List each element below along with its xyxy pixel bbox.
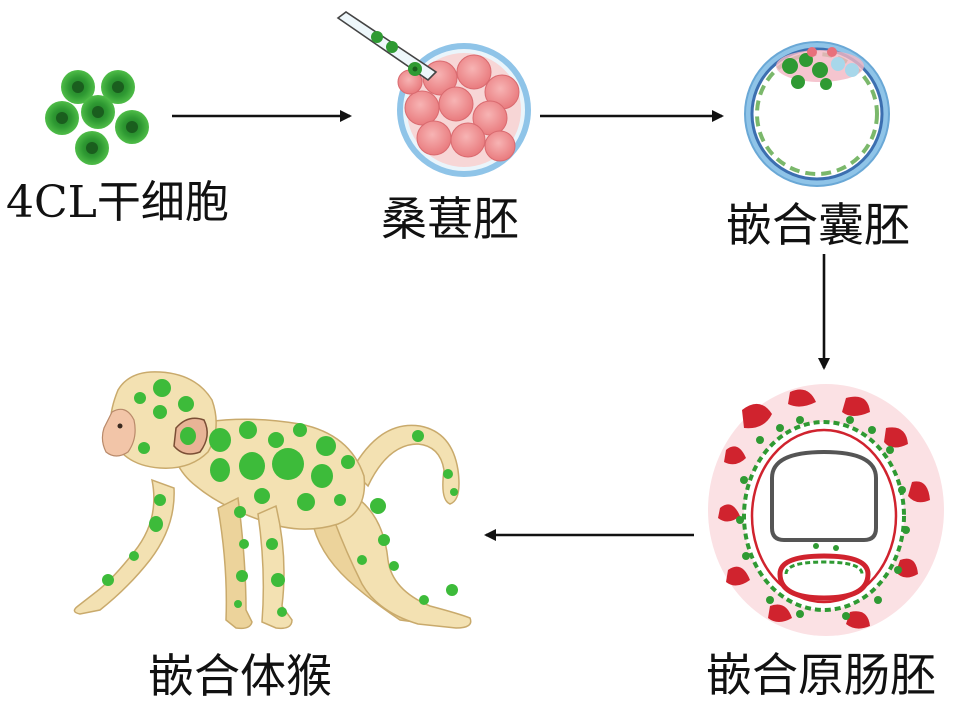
chimeric-monkey xyxy=(73,371,472,630)
amniotic-cavity xyxy=(770,449,878,542)
label-morula: 桑葚胚 xyxy=(381,192,519,246)
inner-cell-mass xyxy=(776,47,864,90)
stem-cell xyxy=(101,70,135,104)
stem-cell xyxy=(115,110,149,144)
gastrula-red-tissue xyxy=(718,389,930,629)
stem-cell-cluster xyxy=(45,70,149,165)
chimeric-gastrula xyxy=(708,384,944,636)
monkey-face xyxy=(101,408,136,457)
morula-blastomeres xyxy=(397,54,520,162)
label-4cl-stem-cells: 4CL干细胞 xyxy=(6,177,229,228)
stem-cell xyxy=(45,101,79,135)
monkey-tail xyxy=(351,424,460,505)
label-chimeric-blastocyst: 嵌合囊胚 xyxy=(726,198,910,252)
injection-pipette xyxy=(336,11,438,82)
stem-cell xyxy=(61,70,95,104)
label-chimeric-monkey: 嵌合体猴 xyxy=(148,649,332,703)
chimeric-blastocyst xyxy=(744,41,890,187)
stem-cell xyxy=(75,131,109,165)
yolk-sac xyxy=(777,553,871,601)
label-chimeric-gastrula: 嵌合原肠胚 xyxy=(706,648,936,702)
monkey-green-spots xyxy=(102,379,458,617)
morula xyxy=(336,11,531,177)
stem-cell xyxy=(81,95,115,129)
gastrula-green-cells xyxy=(736,416,910,620)
